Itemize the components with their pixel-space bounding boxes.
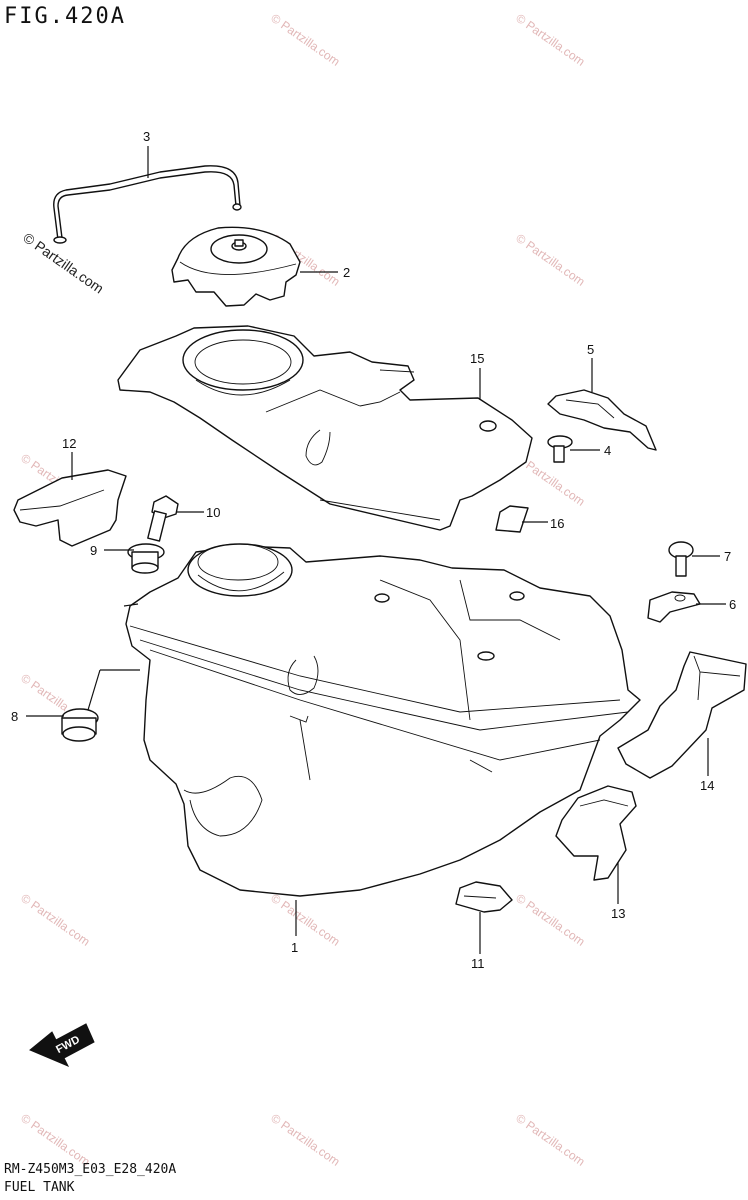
callout-1[interactable]: 1 <box>291 940 298 955</box>
part-clip[interactable] <box>547 389 657 451</box>
part-cushion-14[interactable] <box>617 651 747 779</box>
callout-16[interactable]: 16 <box>550 516 564 531</box>
part-screw[interactable] <box>547 435 573 463</box>
callout-5[interactable]: 5 <box>587 342 594 357</box>
part-cover[interactable] <box>117 325 533 531</box>
figure-title: FIG.420A <box>4 4 126 29</box>
part-cushion-13[interactable] <box>555 785 637 881</box>
watermark: © Partzilla.com <box>268 1111 342 1169</box>
part-cushion-16[interactable] <box>495 505 529 533</box>
callout-12[interactable]: 12 <box>62 436 76 451</box>
callout-11[interactable]: 11 <box>471 956 485 971</box>
fwd-arrow: FWD <box>29 1023 95 1067</box>
watermark: © Partzilla.com <box>513 11 587 69</box>
callout-3[interactable]: 3 <box>143 129 150 144</box>
callout-9[interactable]: 9 <box>90 543 97 558</box>
part-bracket[interactable] <box>647 591 701 623</box>
callout-6[interactable]: 6 <box>729 597 736 612</box>
part-fuel-tank[interactable] <box>125 543 641 897</box>
watermark: © Partzilla.com <box>18 891 92 949</box>
diagram-code: RM-Z450M3_E03_E28_420A <box>4 1162 177 1177</box>
part-fuel-cap[interactable] <box>171 226 301 307</box>
callout-15[interactable]: 15 <box>470 351 484 366</box>
part-collar[interactable] <box>127 543 165 574</box>
watermark: © Partzilla.com <box>513 1111 587 1169</box>
callout-numbers: 1 2 3 4 5 6 7 8 9 10 11 12 13 14 15 16 <box>11 129 736 971</box>
callout-13[interactable]: 13 <box>611 906 625 921</box>
watermark: © Partzilla.com <box>268 891 342 949</box>
callout-14[interactable]: 14 <box>700 778 714 793</box>
watermark: © Partzilla.com <box>18 1111 92 1169</box>
callout-4[interactable]: 4 <box>604 443 611 458</box>
part-bolt-10[interactable] <box>147 495 179 542</box>
part-cushion-12[interactable] <box>13 469 127 547</box>
part-cushion-8[interactable] <box>61 708 99 742</box>
callout-10[interactable]: 10 <box>206 505 220 520</box>
part-cushion-11[interactable] <box>455 881 513 913</box>
watermark: © Partzilla.com <box>513 231 587 289</box>
watermark: © Partzilla.com <box>513 891 587 949</box>
part-breather-hose[interactable] <box>53 165 242 244</box>
callout-2[interactable]: 2 <box>343 265 350 280</box>
diagram-subtitle: FUEL TANK <box>4 1180 75 1195</box>
leader-lines <box>26 146 726 954</box>
watermark: © Partzilla.com <box>268 11 342 69</box>
callout-8[interactable]: 8 <box>11 709 18 724</box>
part-bolt-7[interactable] <box>668 541 694 577</box>
callout-7[interactable]: 7 <box>724 549 731 564</box>
